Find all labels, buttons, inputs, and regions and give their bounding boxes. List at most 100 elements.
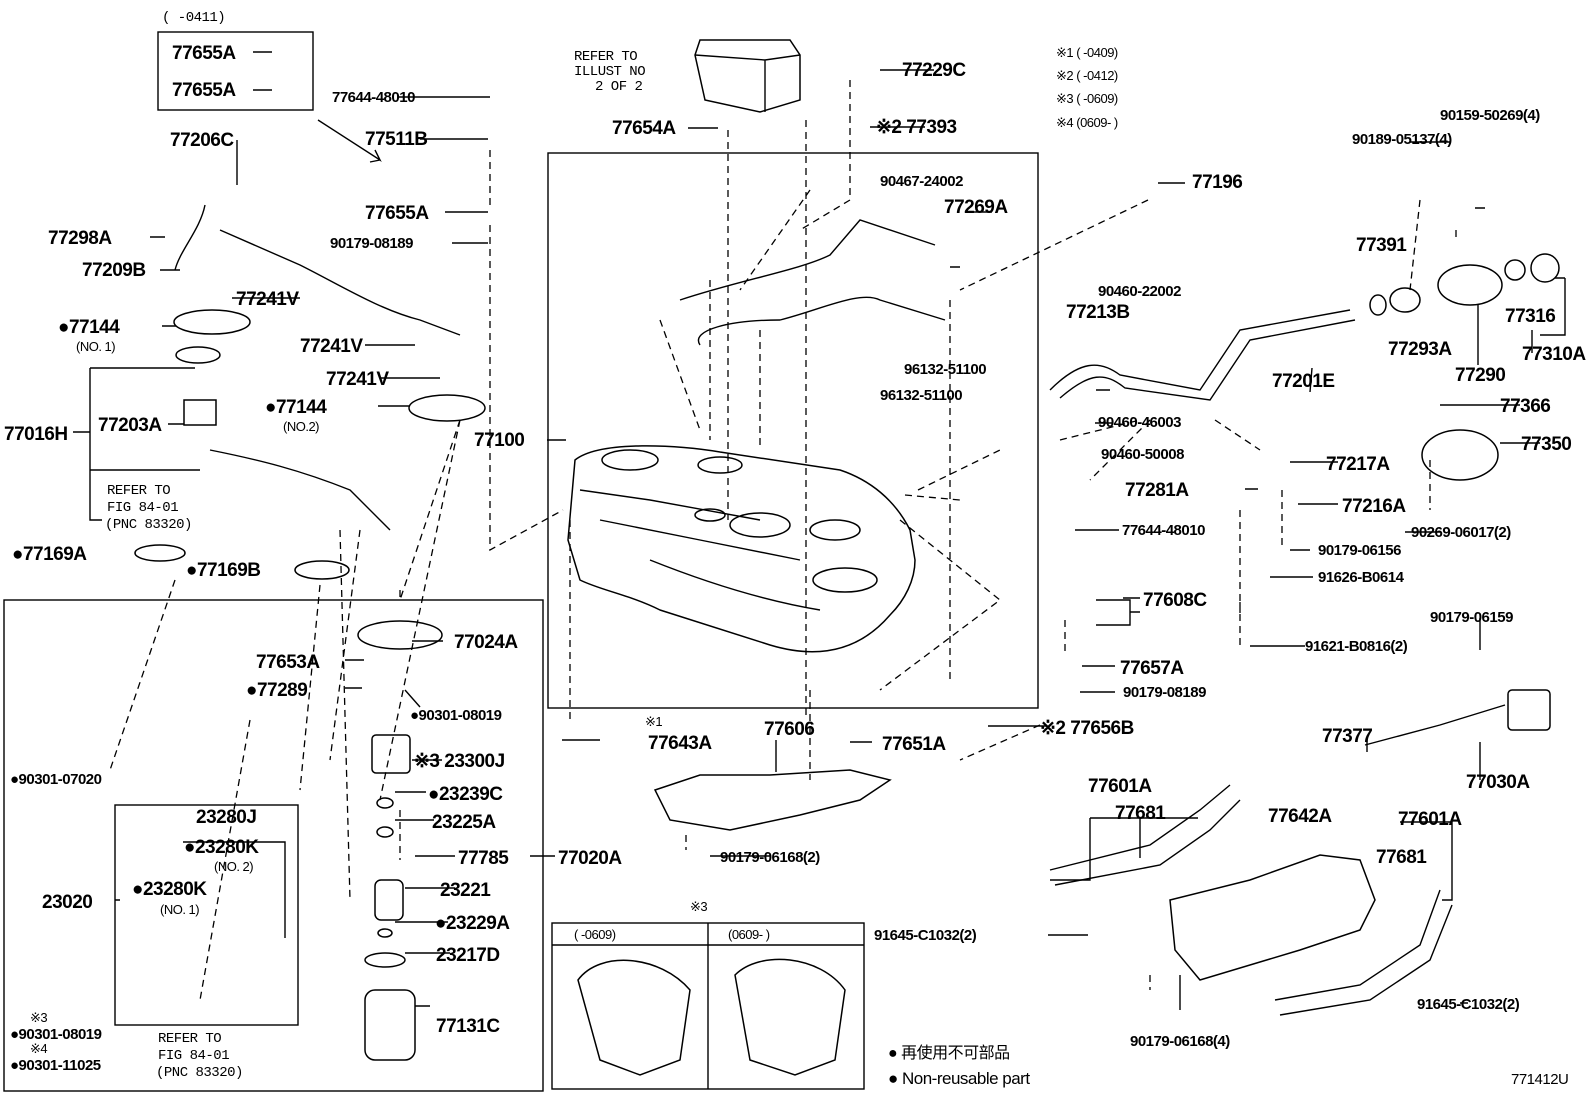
legend-non-reusable: ● Non-reusable part xyxy=(888,1069,1030,1088)
label-77016h: 77016H xyxy=(4,424,68,445)
label-77216a: 77216A xyxy=(1342,496,1406,517)
refer-text: REFER TO xyxy=(158,1031,222,1047)
label-77681: 77681 xyxy=(1115,803,1166,824)
label-23300j: ※3 23300J xyxy=(414,751,505,772)
label-90179-08189: 90179-08189 xyxy=(330,235,413,252)
label-77606: 77606 xyxy=(764,719,815,740)
label-77269a: 77269A xyxy=(944,197,1008,218)
mark-1: ※1 xyxy=(645,714,663,729)
filler-77290 xyxy=(1437,264,1503,306)
variant-pre-0609 xyxy=(577,959,691,1076)
variant-post-label: (0609- ) xyxy=(728,927,770,942)
label-90301-08019: ●90301-08019 xyxy=(410,707,502,724)
label-77511b: 77511B xyxy=(365,129,428,150)
label-no2: (NO.2) xyxy=(283,419,320,434)
label-77289: ●77289 xyxy=(246,680,308,701)
label-77169b: ●77169B xyxy=(186,560,261,581)
variant-post-0609 xyxy=(734,958,846,1076)
protector-77642a xyxy=(1169,854,1376,981)
label-90460-46003: 90460-46003 xyxy=(1098,414,1181,431)
label-23221: 23221 xyxy=(440,880,491,901)
label-0411: ( -0411) xyxy=(162,10,226,26)
label-90269: 90269-06017(2) xyxy=(1411,524,1511,541)
label-77377: 77377 xyxy=(1322,726,1373,747)
label-77196: 77196 xyxy=(1192,172,1243,193)
fuel-tank-shape xyxy=(567,445,916,653)
cap-77310a xyxy=(1530,253,1560,283)
label-77213b: 77213B xyxy=(1066,302,1130,323)
refer-illust-no: ILLUST NO xyxy=(574,64,646,80)
refer-illust: REFER TO xyxy=(574,49,638,65)
note-3: ※3 ( -0609) xyxy=(1056,91,1118,106)
pipe-77209b xyxy=(174,204,461,336)
sender-77203a xyxy=(183,399,217,426)
label-90179-06168: 90179-06168(4) xyxy=(1130,1033,1230,1050)
tank-frame xyxy=(547,152,1039,709)
refer-fig: FIG 84-01 xyxy=(158,1048,230,1064)
label-77030a: 77030A xyxy=(1466,772,1530,793)
variant-pre-label: ( -0609) xyxy=(574,927,616,942)
label-77217a: 77217A xyxy=(1326,454,1390,475)
ring-77144-no2 xyxy=(408,394,486,422)
refer-pnc: (PNC 83320) xyxy=(156,1065,243,1081)
label-90301-07020: ●90301-07020 xyxy=(10,771,102,788)
label-no1: (NO. 1) xyxy=(76,339,116,354)
label-77024a: 77024A xyxy=(454,632,518,653)
label-77209b: 77209B xyxy=(82,260,146,281)
legend-jp: ● 再使用不可部品 xyxy=(888,1045,1010,1062)
bracket-23280k xyxy=(183,841,286,938)
label-77601a: 77601A xyxy=(1088,776,1152,797)
label-90179-08189: 90179-08189 xyxy=(1123,684,1206,701)
label-77642a: 77642A xyxy=(1268,806,1332,827)
label-90460-22002: 90460-22002 xyxy=(1098,283,1181,300)
label-90179-06168: 90179-06168(2) xyxy=(720,849,820,866)
label-90301-11025: ●90301-11025 xyxy=(10,1057,101,1074)
sender-gauge-frame xyxy=(114,804,299,1026)
label-90301-08019: ●90301-08019 xyxy=(10,1026,102,1043)
label-23280k: ●23280K xyxy=(132,879,207,900)
label-23020: 23020 xyxy=(42,892,93,913)
label-23280k: ●23280K xyxy=(184,837,259,858)
label-77608c: 77608C xyxy=(1143,590,1207,611)
label-91621: 91621-B0816(2) xyxy=(1305,638,1408,655)
label-90159: 90159-50269(4) xyxy=(1440,107,1540,124)
bracket-77016h xyxy=(89,367,200,521)
label-77241v: 77241V xyxy=(236,289,299,310)
label-77657a: 77657A xyxy=(1120,658,1184,679)
label-90460-50008: 90460-50008 xyxy=(1101,446,1184,463)
canister-shape xyxy=(694,39,801,113)
label-77391: 77391 xyxy=(1356,235,1407,256)
refer-fig: FIG 84-01 xyxy=(107,500,179,516)
label-77654a: 77654A xyxy=(612,118,676,139)
refer-text: REFER TO xyxy=(107,483,171,499)
refer-2of2: 2 OF 2 xyxy=(595,79,643,95)
label-77020a: 77020A xyxy=(558,848,622,869)
label-77653a: 77653A xyxy=(256,652,320,673)
label-77293a: 77293A xyxy=(1388,339,1452,360)
mark-3: ※3 xyxy=(30,1010,48,1025)
label-77281a: 77281A xyxy=(1125,480,1189,501)
gasket-77169b xyxy=(294,560,350,580)
label-23239c: ●23239C xyxy=(428,784,503,805)
label-77241v: 77241V xyxy=(326,369,389,390)
mark-3: ※3 xyxy=(690,899,708,914)
label-77100: 77100 xyxy=(474,430,525,451)
label-77366: 77366 xyxy=(1500,396,1551,417)
label-no1: (NO. 1) xyxy=(160,902,200,917)
note-4: ※4 (0609- ) xyxy=(1056,115,1118,130)
sender-77030a xyxy=(1507,689,1551,731)
lid-77350 xyxy=(1421,429,1499,481)
label-23225a: 23225A xyxy=(432,812,496,833)
label-77290: 77290 xyxy=(1455,365,1506,386)
label-96132: 96132-51100 xyxy=(880,387,963,404)
protector-77606 xyxy=(653,769,892,831)
ring-77144-no1 xyxy=(173,309,251,335)
label-90179-06159: 90179-06159 xyxy=(1430,609,1513,626)
gasket-77169a xyxy=(134,544,186,562)
arrow-icon xyxy=(317,119,382,163)
label-77229c: 77229C xyxy=(902,60,966,81)
label-77681: 77681 xyxy=(1376,847,1427,868)
label-23229a: ●23229A xyxy=(435,913,510,934)
refer-pnc: (PNC 83320) xyxy=(105,517,192,533)
